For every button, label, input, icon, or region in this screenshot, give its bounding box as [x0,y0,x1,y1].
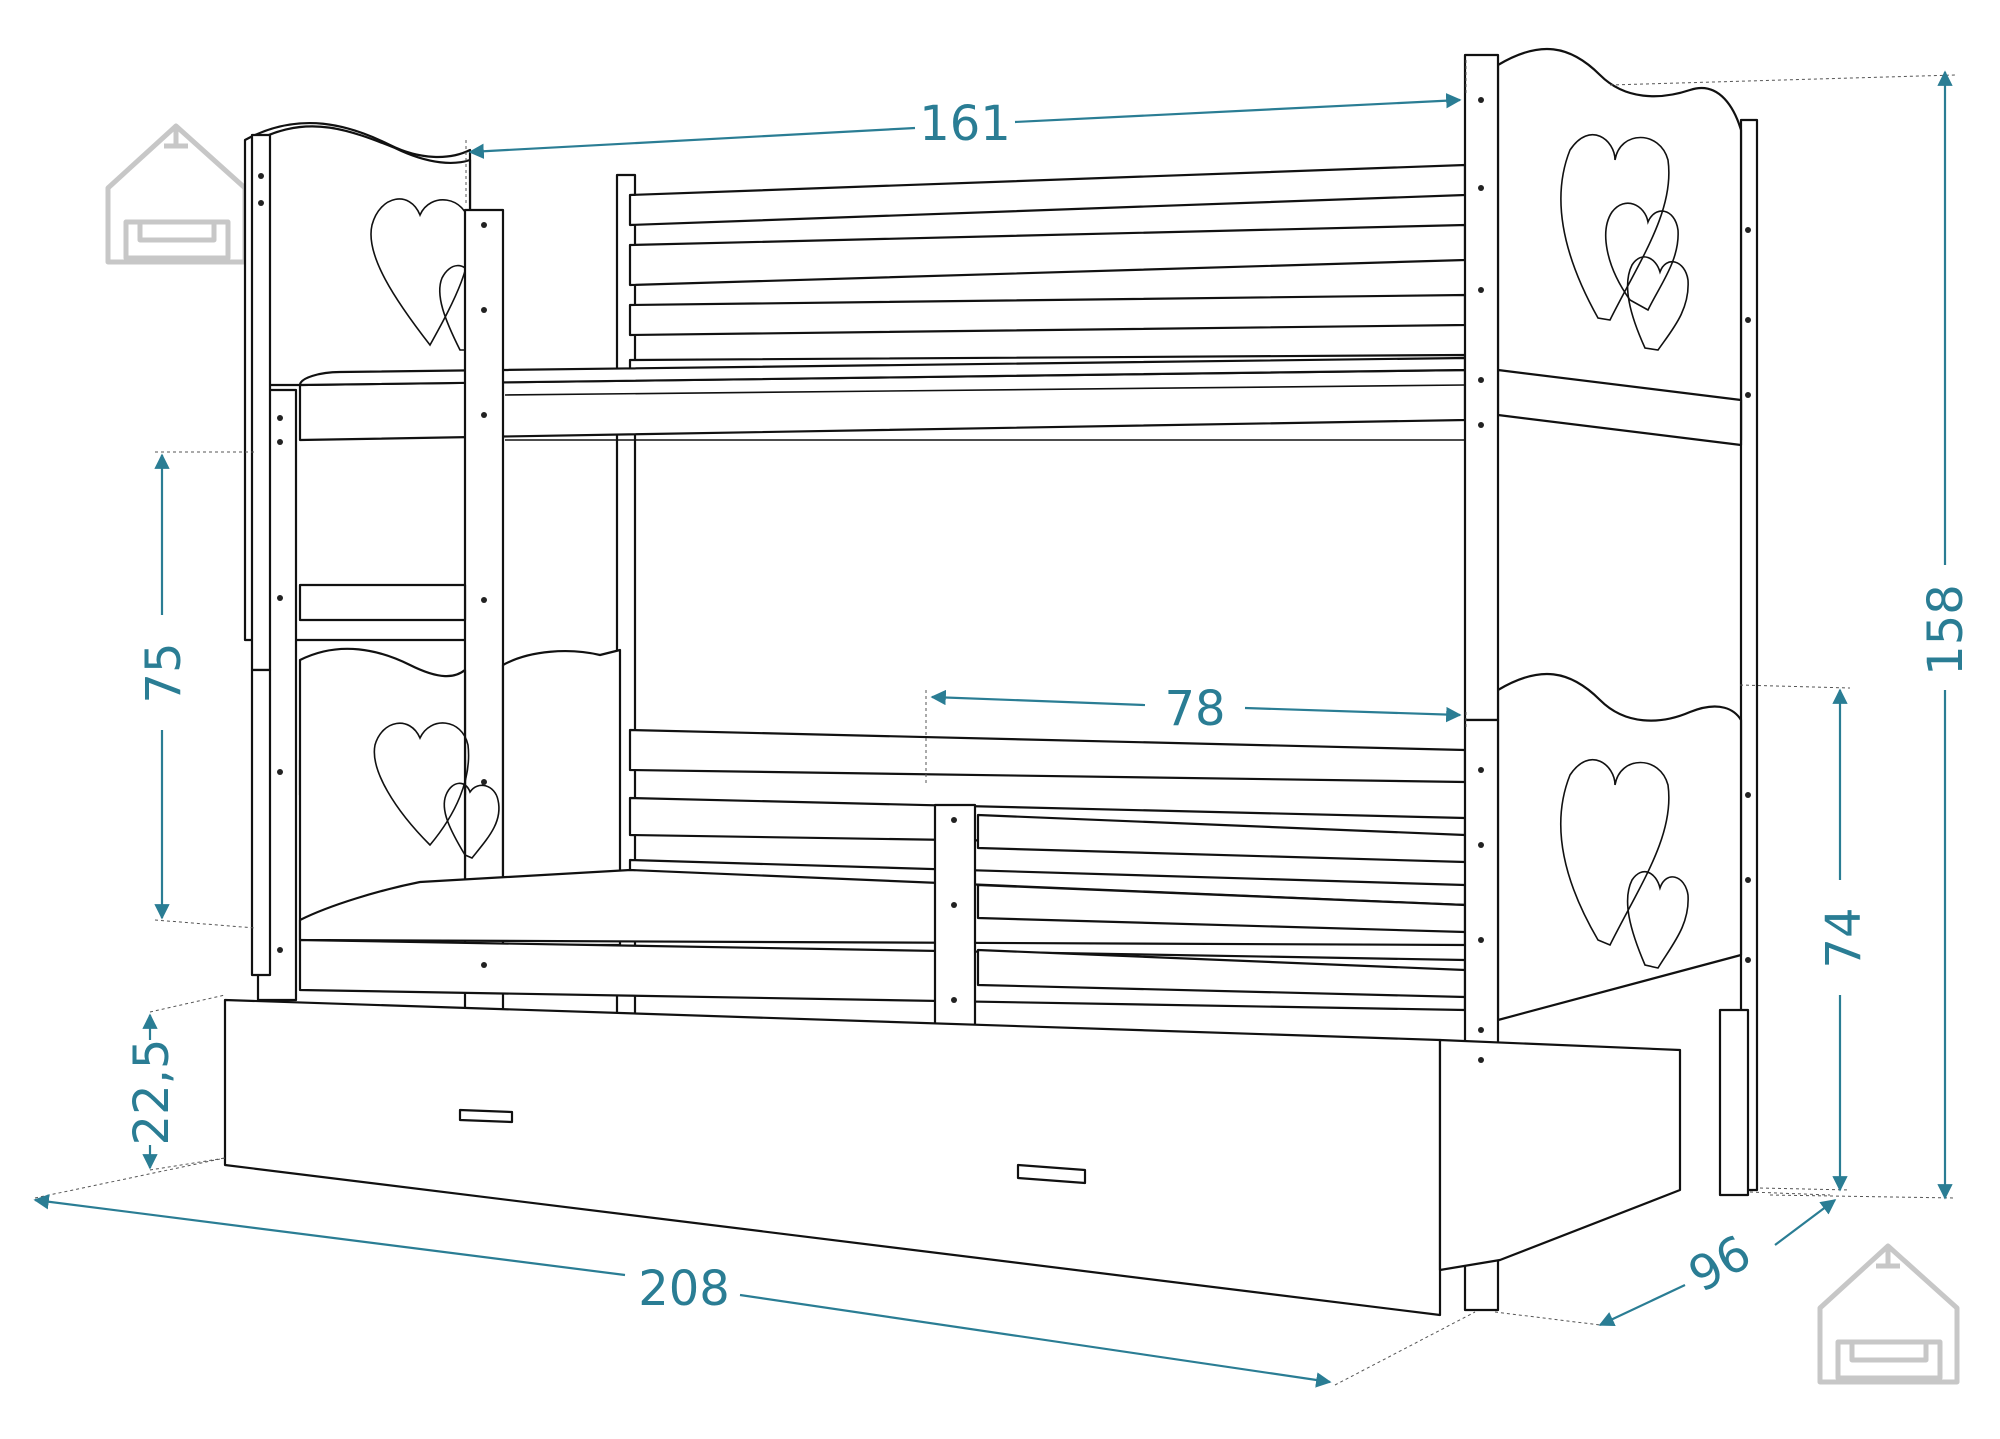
dimension-161: 161 [465,60,1467,205]
dim-label-161: 161 [919,96,1011,152]
dim-label-96: 96 [1680,1225,1761,1304]
dim-label-74: 74 [1816,907,1872,968]
house-sofa-logo-icon [105,123,248,265]
dimension-158: 158 [1609,70,1974,1200]
dim-label-158: 158 [1918,584,1974,676]
upper-right-headboard [1496,47,1743,442]
lower-left-headboard [298,647,467,942]
dimension-75: 75 [136,451,256,929]
bunk-bed-drawing [223,47,1759,1317]
dimension-208: 208 [33,1157,1476,1388]
dim-label-78: 78 [1164,681,1225,737]
lower-right-headboard [1496,672,1743,1022]
dimension-22-5: 22,5 [124,994,226,1171]
dimension-74: 74 [1739,684,1872,1192]
dim-label-208: 208 [638,1261,730,1317]
house-sofa-logo-icon [1817,1243,1960,1385]
drawer [223,998,1442,1317]
dim-label-22-5: 22,5 [124,1039,180,1146]
dimension-78: 78 [925,681,1467,785]
dim-label-75: 75 [136,642,192,703]
